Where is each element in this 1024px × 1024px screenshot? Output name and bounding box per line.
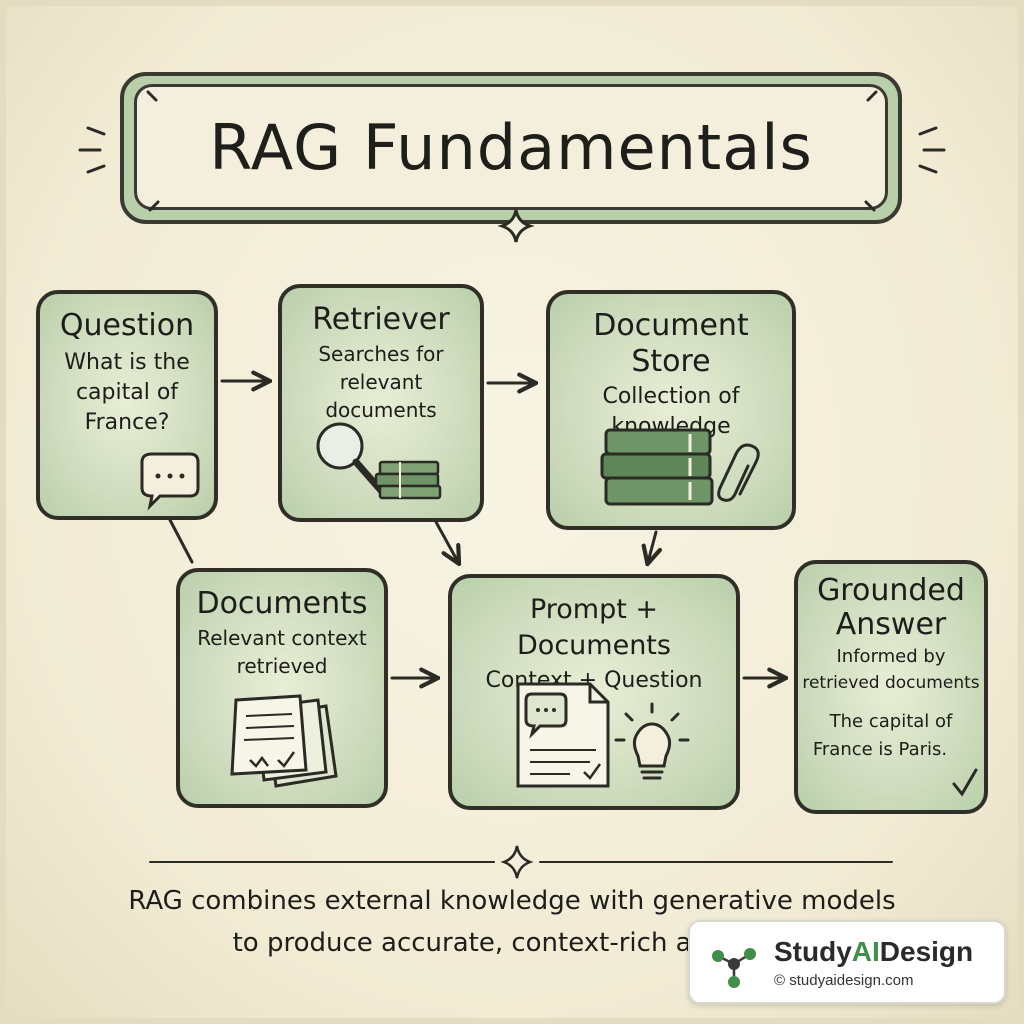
arrow-retriever-to-prompt: [434, 520, 458, 562]
node-grounded-answer-line: Informed by: [836, 646, 946, 667]
node-grounded-answer: Grounded Answer Informed by retrieved do…: [794, 560, 988, 814]
title-banner-inner: RAG Fundamentals: [134, 84, 888, 210]
brand-name-part: Design: [879, 936, 974, 967]
prompt-document-icon: [516, 682, 610, 788]
node-retriever-line: Searches for: [318, 342, 444, 366]
brand-name-accent: AI: [851, 936, 880, 967]
node-question-line: What is the: [64, 350, 190, 375]
flow-arrows: [168, 381, 784, 678]
brand-molecule-icon: [712, 948, 756, 988]
checkmark-icon: [952, 768, 978, 797]
title-decoration: [78, 90, 946, 212]
node-question-line: France?: [84, 410, 170, 435]
node-grounded-answer-answer: The capital of: [829, 711, 953, 732]
node-question-title: Question: [59, 308, 195, 343]
node-prompt-documents-title: Prompt + Documents: [517, 594, 671, 661]
node-grounded-answer-title: Grounded: [817, 573, 965, 608]
documents-icon: [230, 694, 338, 788]
node-documents-line: Relevant context: [197, 626, 367, 650]
sparkle-icon: [500, 845, 534, 879]
paperclip-icon: [717, 443, 760, 502]
node-documents-line: retrieved: [236, 654, 328, 678]
node-document-store-line: Collection of: [602, 384, 740, 409]
chat-bubble-icon: [140, 452, 200, 511]
node-retriever-title: Retriever: [312, 302, 450, 337]
node-grounded-answer-line: retrieved documents: [802, 673, 980, 693]
books-icon: [374, 460, 442, 500]
page-title: RAG Fundamentals: [209, 110, 813, 184]
node-retriever-line: relevant documents: [325, 370, 437, 422]
sparkle-icon: [497, 209, 535, 243]
magnifier-icon: [316, 422, 388, 498]
brand-name-part: Study: [774, 936, 852, 967]
node-document-store-title: Document Store: [593, 308, 749, 379]
title-banner: RAG Fundamentals: [120, 72, 902, 224]
brand-name: StudyAIDesign: [774, 936, 973, 968]
footer-caption-line: RAG combines external knowledge with gen…: [128, 886, 896, 916]
arrow-store-to-prompt: [648, 530, 656, 562]
node-question-line: capital of: [75, 380, 179, 405]
books-icon: [600, 428, 714, 506]
brand-url: © studyaidesign.com: [774, 972, 914, 989]
node-retriever: Retriever Searches for relevant document…: [278, 284, 484, 522]
node-grounded-answer-answer: France is Paris.: [812, 739, 948, 760]
node-grounded-answer-title: Answer: [835, 607, 947, 642]
brand-badge[interactable]: StudyAIDesign © studyaidesign.com: [688, 920, 1006, 1004]
lightbulb-icon: [614, 702, 690, 780]
connector-question-to-documents: [168, 518, 194, 564]
node-documents-title: Documents: [196, 586, 368, 621]
